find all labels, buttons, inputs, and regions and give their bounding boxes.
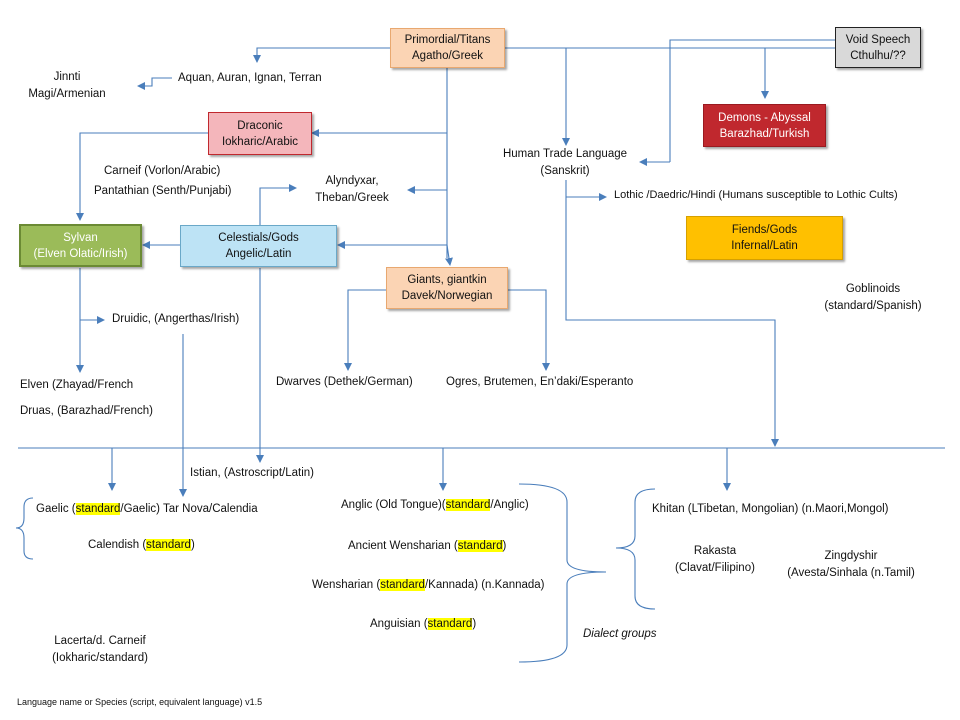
dialect-groups-label: Dialect groups — [583, 628, 657, 640]
void-speech-box: Void Speech Cthulhu/?? — [835, 27, 921, 68]
human-trade-label: Human Trade Language (Sanskrit) — [502, 148, 628, 177]
arrow-primordial-elementals — [253, 47, 390, 63]
anguisian-highlight: standard — [427, 618, 473, 630]
lothic-label: Lothic /Daedric/Hindi (Humans susceptibl… — [614, 189, 898, 201]
jinnti-label: Jinnti Magi/Armenian — [28, 71, 106, 100]
arrow-giants-dwarves — [344, 289, 390, 371]
elementals-label: Aquan, Auran, Ignan, Terran — [178, 72, 322, 84]
giants-label: Giants, giantkin — [407, 274, 487, 286]
elven-label: Elven (Zhayad/French — [20, 379, 134, 391]
lacerta-label: Lacerta/d. Carneif (Iokharic/standard) — [52, 635, 148, 664]
calendish-label: Calendish (standard) — [88, 539, 195, 551]
demons-box: Demons - Abyssal Barazhad/Turkish — [703, 104, 826, 147]
arrow-giants-ogres — [508, 289, 550, 371]
dwarves-label: Dwarves (Dethek/German) — [276, 376, 413, 388]
ancient-wensharian-label: Ancient Wensharian (standard) — [348, 540, 507, 552]
brace-left — [15, 497, 34, 560]
ogres-label: Ogres, Brutemen, En’daki/Esperanto — [446, 376, 634, 388]
sylvan-box: Sylvan (Elven Olatic/Irish) — [19, 224, 142, 267]
sylvan-script: (Elven Olatic/Irish) — [33, 247, 128, 260]
primordial-box: Primordial/Titans Agatho/Greek — [390, 28, 505, 68]
arrow-human-goblinoids — [565, 180, 779, 447]
ancient-wensharian-highlight: standard — [457, 540, 503, 552]
druidic-label: Druidic, (Angerthas/Irish) — [112, 313, 240, 325]
brace-center — [518, 483, 607, 663]
draconic-script: Iokharic/Arabic — [221, 135, 299, 148]
sylvan-label: Sylvan — [63, 231, 98, 244]
istian-label: Istian, (Astroscript/Latin) — [190, 467, 314, 479]
gaelic-label: Gaelic (standard/Gaelic) Tar Nova/Calend… — [36, 503, 258, 515]
zingdyshir-label: Zingdyshir (Avesta/Sinhala (n.Tamil) — [787, 550, 915, 579]
alyndyxar-label: Alyndyxar, Theban/Greek — [315, 175, 389, 204]
rakasta-label: Rakasta (Clavat/Filipino) — [675, 545, 755, 574]
void-speech-script: Cthulhu/?? — [850, 49, 906, 62]
druas-label: Druas, (Barazhad/French) — [20, 405, 153, 417]
celestials-label: Celestials/Gods — [218, 232, 299, 244]
celestials-box: Celestials/Gods Angelic/Latin — [180, 225, 337, 267]
calendish-highlight: standard — [146, 539, 191, 551]
wensharian-label: Wensharian (standard/Kannada) (n.Kannada… — [312, 579, 545, 591]
demons-label: Demons - Abyssal — [718, 111, 811, 124]
anglic-label: Anglic (Old Tongue)(standard/Anglic) — [341, 499, 529, 511]
giants-box: Giants, giantkin Davek/Norwegian — [386, 267, 508, 309]
gaelic-highlight: standard — [75, 503, 121, 515]
celestials-script: Angelic/Latin — [225, 248, 292, 260]
arrow-to-giants — [445, 244, 453, 266]
carneif-label: Carneif (Vorlon/Arabic) — [104, 165, 221, 177]
brace-right — [615, 488, 656, 610]
footer-legend: Language name or Species (script, equiva… — [17, 697, 263, 707]
fiends-box: Fiends/Gods Infernal/Latin — [686, 216, 843, 260]
anglic-highlight: standard — [445, 499, 491, 511]
giants-script: Davek/Norwegian — [401, 290, 493, 302]
demons-script: Barazhad/Turkish — [719, 127, 810, 140]
draconic-box: Draconic Iokharic/Arabic — [208, 112, 312, 155]
arrow-celestials-alyndyxar — [259, 184, 297, 225]
anguisian-label: Anguisian (standard) — [370, 618, 477, 630]
fiends-label: Fiends/Gods — [731, 224, 798, 236]
primordial-script: Agatho/Greek — [412, 50, 483, 62]
primordial-label: Primordial/Titans — [404, 34, 491, 46]
draconic-label: Draconic — [237, 119, 283, 132]
arrow-draconic-sylvan — [76, 132, 208, 221]
goblinoids-label: Goblinoids (standard/Spanish) — [824, 283, 922, 312]
pantathian-label: Pantathian (Senth/Punjabi) — [94, 185, 232, 197]
arrow-aquan-jinnti — [137, 77, 172, 90]
khitan-label: Khitan (LTibetan, Mongolian) (n.Maori,Mo… — [652, 503, 889, 515]
wensharian-highlight: standard — [380, 579, 425, 591]
fiends-script: Infernal/Latin — [731, 240, 798, 252]
line-void — [669, 39, 835, 162]
void-speech-label: Void Speech — [845, 33, 911, 46]
